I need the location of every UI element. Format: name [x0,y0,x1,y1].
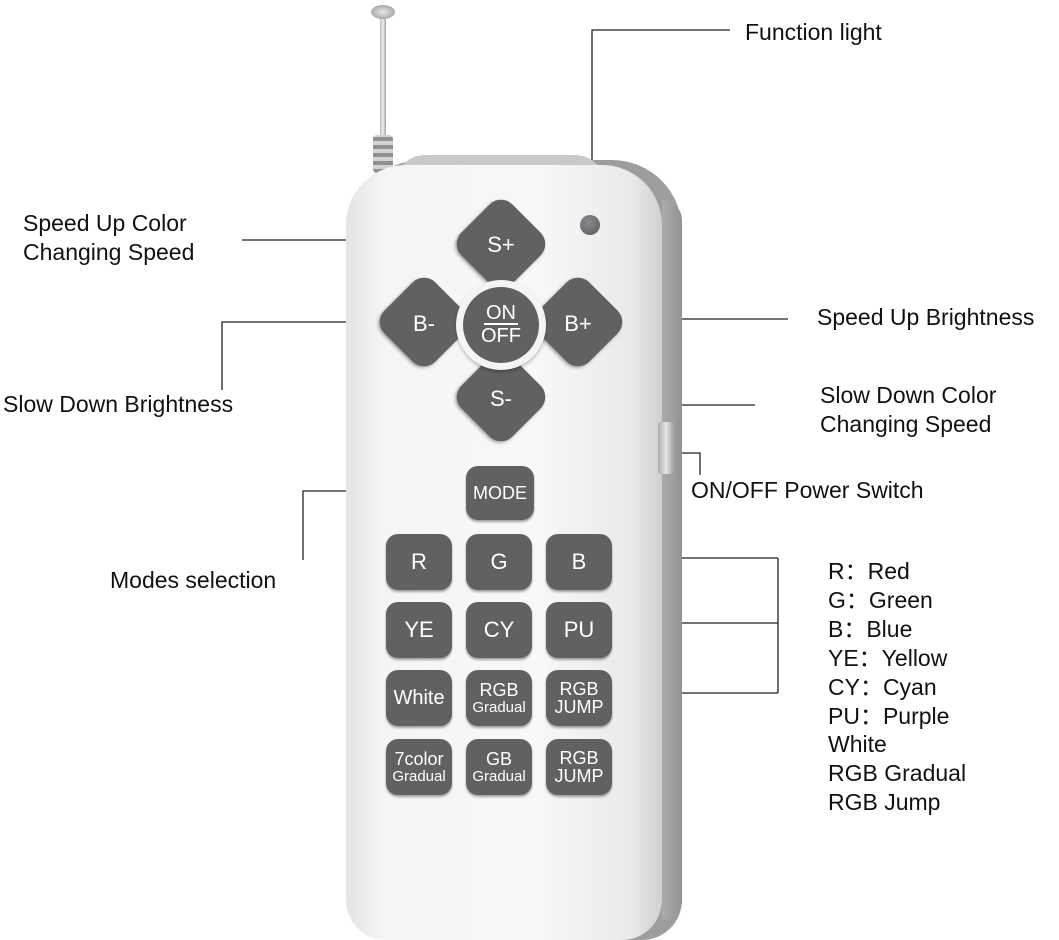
function-light-label: Function light [745,19,882,45]
legend-item: CY：Cyan [828,673,937,700]
antenna-base [373,135,393,173]
purple-button[interactable]: PU [546,602,612,658]
legend-item: B：Blue [828,615,913,642]
on-off-button[interactable]: ON OFF [463,287,539,363]
brightness-up-label: B+ [564,311,592,336]
yellow-label: YE [404,617,434,642]
yellow-button[interactable]: YE [386,602,452,658]
legend-item: R：Red [828,558,910,584]
legend-item: RGB Jump [828,789,941,816]
green-button[interactable]: G [466,534,532,590]
remote-side-rail [662,200,682,920]
purple-label: PU [563,617,595,642]
green-label: G [490,549,508,574]
white-label: White [393,687,445,709]
rgb-jump-2-label-2: JUMP [554,766,604,786]
power-switch-label: ON/OFF Power Switch [691,477,924,503]
red-button[interactable]: R [386,534,452,590]
color-legend: R：Red G：Green B：Blue YE：Yellow CY：Cyan P… [828,557,966,817]
blue-button[interactable]: B [546,534,612,590]
antenna [380,14,386,154]
gb-gradual-label-2: Gradual [472,767,526,785]
off-label: OFF [481,325,521,347]
slow-down-brightness-label: Slow Down Brightness [3,391,234,417]
legend-item: RGB Gradual [828,760,967,787]
rgb-gradual-button[interactable]: RGB Gradual [466,670,532,726]
modes-selection-label: Modes selection [110,567,277,593]
seven-color-label-2: Gradual [392,767,446,785]
speed-up-brightness-label: Speed Up Brightness [817,304,1035,330]
rgb-jump-button[interactable]: RGB JUMP [546,670,612,726]
rgb-jump-label-2: JUMP [554,697,604,717]
rgb-gradual-label-1: RGB [479,679,519,700]
blue-label: B [571,549,587,574]
cyan-label: CY [483,617,515,642]
cyan-button[interactable]: CY [466,602,532,658]
rgb-jump-label-1: RGB [559,679,599,699]
brightness-down-label: B- [413,311,435,336]
legend-item: G：Green [828,586,933,613]
legend-item: YE：Yellow [828,644,948,671]
function-light-indicator [580,215,600,235]
white-button[interactable]: White [386,670,452,726]
gb-gradual-button[interactable]: GB Gradual [466,739,532,795]
rgb-jump-button-2[interactable]: RGB JUMP [546,739,612,795]
legend-item: White [828,731,887,758]
legend-item: PU：Purple [828,702,950,729]
mode-label: MODE [473,483,527,503]
gb-gradual-label-1: GB [485,748,512,769]
antenna-tip [371,5,395,19]
speed-up-color-label-2: Changing Speed [23,239,195,265]
slow-down-brightness-line [221,321,378,390]
speed-up-label: S+ [487,232,515,257]
function-light-line [591,29,730,198]
rgb-gradual-label-2: Gradual [472,698,526,716]
seven-color-gradual-button[interactable]: 7color Gradual [386,739,452,795]
rgb-jump-2-label-1: RGB [559,748,599,768]
slow-down-color-label-1: Slow Down Color [820,382,997,408]
power-switch[interactable] [658,422,674,474]
speed-down-label: S- [490,386,512,411]
speed-up-color-label-1: Speed Up Color [23,210,187,236]
seven-color-label-1: 7color [394,748,444,769]
slow-down-color-label-2: Changing Speed [820,411,992,437]
red-label: R [411,549,427,574]
mode-button[interactable]: MODE [466,466,534,520]
on-label: ON [484,302,518,325]
